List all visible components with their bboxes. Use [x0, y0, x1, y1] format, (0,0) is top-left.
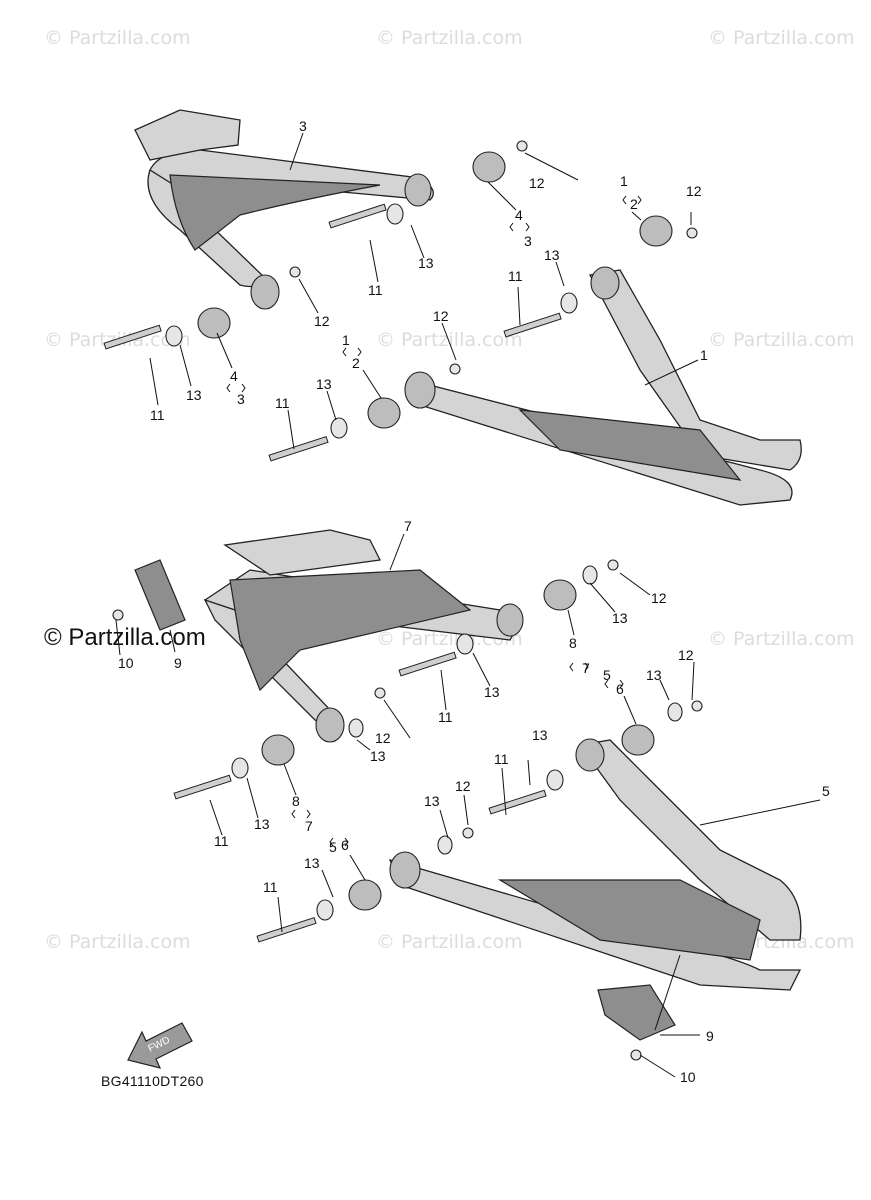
callout-13: 13	[424, 793, 440, 809]
callout-9: 9	[174, 655, 182, 671]
callout-11: 11	[368, 282, 383, 298]
callout-12: 12	[433, 308, 449, 324]
callout-7: 7	[404, 518, 412, 534]
watermark: © Partzilla.com	[708, 628, 855, 650]
callout-1: 1	[342, 332, 350, 348]
lower-rear-arm	[268, 215, 802, 506]
watermark: © Partzilla.com	[44, 931, 191, 953]
upper-front-arm	[112, 529, 619, 800]
callout-13: 13	[646, 667, 662, 683]
callout-4: 4	[515, 207, 523, 223]
callout-2: 2	[352, 355, 360, 371]
callout-10: 10	[118, 655, 134, 671]
callout-13: 13	[484, 684, 500, 700]
callout-3: 3	[299, 118, 307, 134]
callout-9: 9	[706, 1028, 714, 1044]
callout-5: 5	[603, 667, 611, 683]
lower-front-arm	[256, 700, 802, 1061]
callout-11: 11	[214, 833, 229, 849]
callout-12: 12	[529, 175, 545, 191]
callout-13: 13	[254, 816, 270, 832]
upper-rear-arm	[103, 109, 528, 350]
callout-6: 6	[341, 837, 349, 853]
callout-3: 3	[524, 233, 532, 249]
callout-13: 13	[304, 855, 320, 871]
bracket-marks	[226, 195, 642, 847]
callout-12: 12	[314, 313, 330, 329]
callout-11: 11	[508, 268, 523, 284]
watermark: © Partzilla.com	[708, 27, 855, 49]
watermark: © Partzilla.com	[708, 329, 855, 351]
callout-1: 1	[620, 173, 628, 189]
leader-lines	[115, 132, 821, 1078]
callout-1: 1	[700, 347, 708, 363]
callout-12: 12	[678, 647, 694, 663]
callout-13: 13	[544, 247, 560, 263]
callout-8: 8	[292, 793, 300, 809]
watermark: © Partzilla.com	[44, 27, 191, 49]
callout-11: 11	[438, 709, 453, 725]
diagram-code: BG41110DT260	[101, 1073, 204, 1089]
callout-12: 12	[455, 778, 471, 794]
callout-11: 11	[494, 751, 509, 767]
callout-8: 8	[569, 635, 577, 651]
watermark-large: © Partzilla.com	[44, 624, 206, 651]
callout-7: 7	[582, 660, 590, 676]
watermark: © Partzilla.com	[376, 931, 523, 953]
callout-11: 11	[263, 879, 278, 895]
callout-13: 13	[418, 255, 434, 271]
callout-2: 2	[630, 196, 638, 212]
callout-13: 13	[532, 727, 548, 743]
callout-13: 13	[370, 748, 386, 764]
callout-5: 5	[822, 783, 830, 799]
callout-12: 12	[375, 730, 391, 746]
callout-13: 13	[612, 610, 628, 626]
callout-10: 10	[680, 1069, 696, 1085]
callout-12: 12	[686, 183, 702, 199]
callout-7: 7	[305, 818, 313, 834]
forward-arrow: FWD	[127, 1022, 193, 1069]
watermark: © Partzilla.com	[376, 329, 523, 351]
watermark: © Partzilla.com	[376, 27, 523, 49]
callout-5: 5	[329, 839, 337, 855]
callout-11: 11	[150, 407, 165, 423]
callout-3: 3	[237, 391, 245, 407]
callout-11: 11	[275, 395, 290, 411]
callout-6: 6	[616, 681, 624, 697]
callout-4: 4	[230, 368, 238, 384]
callout-12: 12	[651, 590, 667, 606]
callout-numbers: 3 12 4 3 13 11 12 4 3 13 11 1 2 12 13 11…	[118, 118, 830, 1085]
callout-13: 13	[316, 376, 332, 392]
callout-13: 13	[186, 387, 202, 403]
